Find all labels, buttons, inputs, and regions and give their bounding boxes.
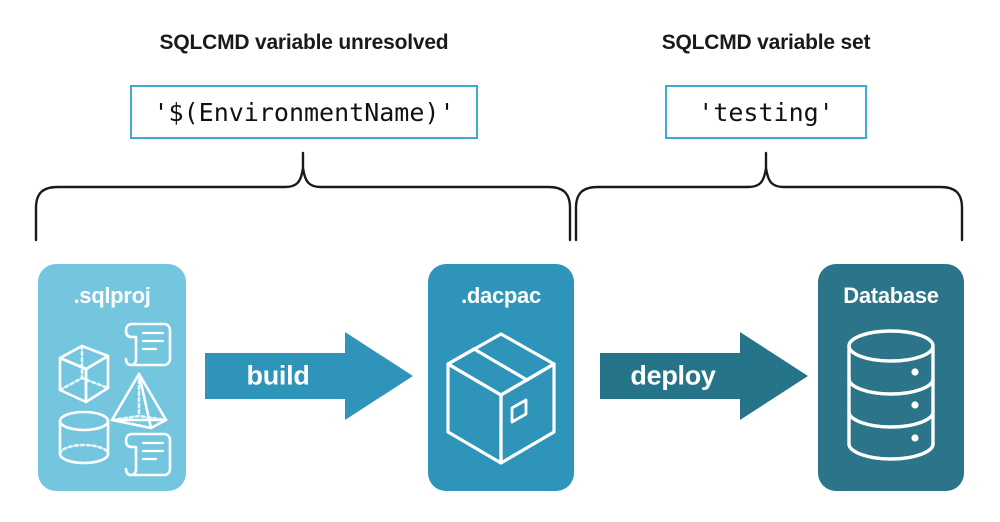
script-scroll-icon xyxy=(124,432,172,477)
sqlproj-artwork xyxy=(58,322,172,477)
cylinder-icon xyxy=(58,410,110,465)
stage-box-sqlproj: .sqlproj xyxy=(38,264,186,491)
brace-build-scope xyxy=(34,151,572,242)
annotation-heading-deploy: SQLCMD variable set xyxy=(661,31,871,54)
stage-label-dacpac: .dacpac xyxy=(461,283,541,308)
stage-box-dacpac: .dacpac xyxy=(428,264,574,491)
database-artwork xyxy=(847,329,935,461)
stage-box-database: Database xyxy=(818,264,964,491)
stage-label-database: Database xyxy=(843,283,939,308)
script-scroll-icon xyxy=(124,322,172,367)
arrow-deploy: deploy xyxy=(600,332,808,420)
brace-deploy-scope xyxy=(574,151,964,242)
stage-label-sqlproj: .sqlproj xyxy=(73,283,151,308)
sqlcmd-variable-unresolved-value: '$(EnvironmentName)' xyxy=(130,85,478,139)
arrow-deploy-shape xyxy=(600,332,808,420)
dacpac-artwork xyxy=(446,332,556,465)
cube-icon xyxy=(58,344,110,404)
arrow-build-shape xyxy=(205,332,413,420)
pyramid-icon xyxy=(110,372,168,430)
annotation-heading-build: SQLCMD variable unresolved xyxy=(159,31,449,54)
arrow-build: build xyxy=(205,332,413,420)
database-cylinder-icon xyxy=(847,329,935,461)
sqlcmd-variable-set-value: 'testing' xyxy=(665,85,867,139)
package-box-icon xyxy=(446,332,556,465)
